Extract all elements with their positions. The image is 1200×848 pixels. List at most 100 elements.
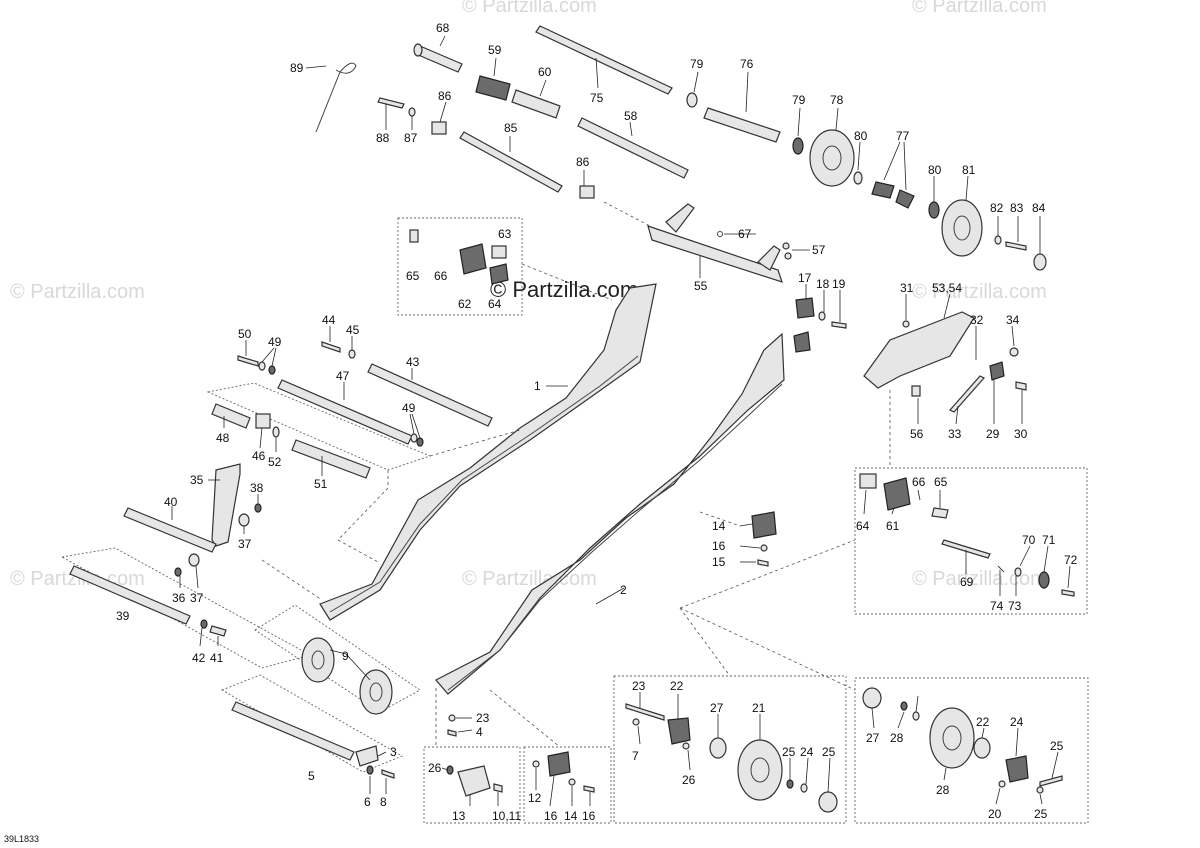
callout: 27: [710, 701, 724, 715]
callout: 37: [190, 591, 204, 605]
callout: 43: [406, 355, 420, 369]
callout: 21: [752, 701, 766, 715]
upper-shaft-assembly: [315, 25, 1047, 283]
flow-line: [489, 689, 561, 748]
callout: 22: [670, 679, 684, 693]
callout: 80: [928, 163, 942, 177]
shaft-58: [577, 117, 689, 179]
washer-49b: [410, 433, 418, 443]
washer-37b: [188, 553, 200, 567]
washer-45: [348, 349, 356, 359]
bracket-17: [795, 297, 815, 319]
idler-zone: [254, 604, 421, 713]
callout: 64: [488, 297, 502, 311]
flow-line: [337, 470, 389, 563]
shaft-40: [123, 507, 217, 553]
arm-53-54: [863, 311, 975, 389]
spacer-27-rear: [973, 737, 991, 759]
slider-set: [751, 511, 777, 567]
flow-line: [699, 511, 741, 527]
arm-55-bracket: [665, 203, 695, 233]
callout: 28: [936, 783, 950, 797]
callout: 52: [268, 455, 282, 469]
callout: 14: [564, 809, 578, 823]
axle-assembly: [231, 701, 457, 779]
callout: 25: [782, 745, 796, 759]
callout: 3: [390, 745, 397, 759]
callout: 26: [682, 773, 696, 787]
tube-68: [415, 45, 463, 73]
washer-82: [994, 235, 1002, 245]
slider-box: [523, 746, 612, 824]
rail-1: [319, 283, 657, 621]
washer-16-b: [532, 760, 540, 768]
bracket-22-rear: [1005, 755, 1029, 783]
callout: 24: [1010, 715, 1024, 729]
callout: 41: [210, 651, 224, 665]
nut-24: [786, 779, 794, 789]
assembly-flow-lines: [261, 201, 891, 748]
bolt-44: [321, 341, 341, 353]
wire-clip-89: [315, 62, 357, 133]
bushing-86b: [579, 185, 595, 199]
callout: 6: [364, 795, 371, 809]
bolt-65-rear: [931, 507, 949, 519]
callout: 32: [970, 313, 984, 327]
callout: 77: [896, 129, 910, 143]
callout: 39: [116, 609, 130, 623]
watermark: © Partzilla.com: [912, 0, 1047, 17]
callout: 83: [1010, 201, 1024, 215]
callout: 16: [582, 809, 596, 823]
wheel-81: [941, 199, 983, 257]
bushing-86: [431, 121, 447, 135]
washer-52: [272, 426, 280, 438]
rail-2-body: [435, 332, 785, 695]
slider-14-b: [547, 751, 571, 777]
bolt-88: [377, 97, 405, 109]
callout: 76: [740, 57, 754, 71]
nut-8: [366, 765, 374, 775]
bushing-61: [883, 477, 911, 511]
rear-wheel-set: [862, 687, 1063, 794]
callout: 47: [336, 369, 350, 383]
bushing-64-rear: [859, 473, 877, 489]
leader-lines: [171, 35, 1071, 807]
washer-16-c: [568, 778, 576, 786]
callout: 5: [308, 769, 315, 783]
callout: 17: [798, 271, 812, 285]
callout: 42: [192, 651, 206, 665]
nut-34: [1009, 347, 1019, 357]
slider-14: [751, 511, 777, 539]
callout: 59: [488, 43, 502, 57]
callout: 86: [576, 155, 590, 169]
callout: 4: [476, 725, 483, 739]
bolt-50: [237, 355, 259, 367]
shaft-85: [459, 131, 563, 193]
callout: 55: [694, 279, 708, 293]
nut-26: [632, 718, 640, 726]
callout: 27: [866, 731, 880, 745]
washer-80b: [928, 201, 940, 219]
callout: 50: [238, 327, 252, 341]
bolt-41: [209, 625, 227, 637]
washer-70: [1014, 567, 1022, 577]
diagram-code: 39L1833: [4, 834, 39, 844]
callout: 58: [624, 109, 638, 123]
callout: 26: [428, 761, 442, 775]
wheel-9b: [359, 669, 393, 715]
callout: 44: [322, 313, 336, 327]
shaft-47: [277, 379, 413, 445]
bushing-66: [459, 243, 487, 275]
callout: 68: [436, 21, 450, 35]
left-shafts: [69, 341, 493, 637]
slider-set-bottom: [532, 751, 595, 793]
callout: 49: [268, 335, 282, 349]
nut-49: [268, 365, 276, 375]
callout: 19: [832, 277, 846, 291]
washer-79b: [792, 137, 804, 155]
callout: 29: [986, 427, 1000, 441]
rail-1-edge: [329, 355, 639, 613]
bushing-64: [489, 263, 509, 285]
callout: 79: [792, 93, 806, 107]
wheel-hub: [311, 650, 325, 670]
